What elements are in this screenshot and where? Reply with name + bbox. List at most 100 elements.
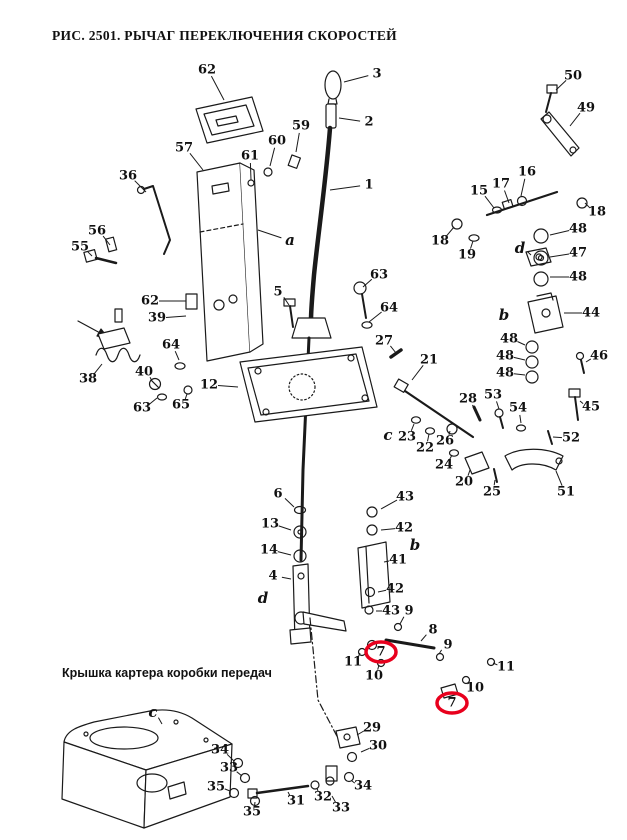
part-label-48: 48 [500,332,518,347]
leader-line [236,771,243,777]
part-label-18: 18 [588,205,606,220]
leader-line [257,229,282,239]
part-label-51: 51 [557,485,575,500]
leader-line [165,315,187,318]
leader-line [527,251,532,256]
part-label-54: 54 [509,401,527,416]
leader-line [284,498,295,508]
part-label-59: 59 [292,119,310,134]
leader-line [513,356,526,361]
part-label-46: 46 [590,349,608,364]
ref-letter-a: a [285,231,295,249]
part-label-52: 52 [562,431,580,446]
part-label-11: 11 [497,660,515,675]
leader-line [174,351,180,361]
highlight-ellipse [435,691,469,715]
leader-line [519,414,522,424]
part-label-43: 43 [396,490,414,505]
part-label-11: 11 [344,655,362,670]
leader-line [351,780,356,784]
part-label-9: 9 [443,638,452,653]
left-fasteners [77,236,198,401]
part-label-60: 60 [268,134,286,149]
leader-line [86,250,93,257]
part-label-39: 39 [148,311,166,326]
part-label-22: 22 [416,441,434,456]
part-label-45: 45 [582,400,600,415]
leader-line [555,80,567,91]
leader-line [362,278,373,288]
part-label-38: 38 [79,372,97,387]
cover-caption: Крышка картера коробки передач [62,666,272,680]
leader-line [472,404,476,412]
top-cover-plate [195,96,264,144]
part-label-6: 6 [273,487,282,502]
leader-line [552,436,563,439]
leader-line [446,226,455,237]
upper-right-linkage [451,84,588,421]
ref-letter-b: b [499,306,510,324]
part-label-29: 29 [363,721,381,736]
leader-line [329,185,361,191]
ref-letter-c: c [383,426,392,444]
leader-line [149,397,158,405]
leader-line [569,112,581,127]
leader-line [134,180,147,193]
part-label-47: 47 [569,246,587,261]
leader-line [380,499,398,510]
leader-line [520,178,526,197]
leader-line [496,401,500,410]
part-label-40: 40 [135,365,153,380]
part-label-10: 10 [365,669,383,684]
leader-line [410,423,415,431]
part-label-65: 65 [172,398,190,413]
leader-line [380,528,396,531]
leader-line [555,470,563,486]
leader-line [356,730,365,736]
part-label-63: 63 [133,401,151,416]
leader-line [157,717,163,725]
leader-line [513,373,526,376]
leader-line [584,202,591,209]
part-label-1: 1 [364,178,373,193]
leader-line [217,385,239,388]
leader-line [377,664,380,670]
part-label-23: 23 [398,430,416,445]
part-label-28: 28 [459,392,477,407]
ref-letter-b: b [410,536,421,554]
part-label-62: 62 [198,63,216,78]
part-label-9: 9 [404,604,413,619]
part-label-42: 42 [386,582,404,597]
part-label-34: 34 [354,779,372,794]
part-label-43: 43 [382,604,400,619]
leader-line [360,747,370,753]
part-label-35: 35 [243,805,261,820]
leader-line [383,560,390,563]
part-label-14: 14 [260,543,278,558]
part-label-48: 48 [569,222,587,237]
leader-line [470,240,474,249]
part-label-27: 27 [375,334,393,349]
leader-line [281,576,292,580]
part-label-56: 56 [88,224,106,239]
part-label-35: 35 [207,780,225,795]
part-label-44: 44 [582,306,600,321]
part-label-41: 41 [389,553,407,568]
leader-line [269,147,276,167]
leader-line [184,393,188,400]
leader-line [226,753,235,762]
part-label-3: 3 [372,67,381,82]
ref-letter-c: c [148,703,157,721]
leader-line [492,662,498,666]
leader-line [448,430,451,435]
leader-line [579,400,584,404]
part-label-5: 5 [273,285,282,300]
leader-line [295,132,300,153]
leader-line [189,152,204,171]
leader-line [210,75,225,101]
leader-line [517,341,526,346]
leader-line [331,795,337,803]
bottom-fasteners [228,726,361,807]
